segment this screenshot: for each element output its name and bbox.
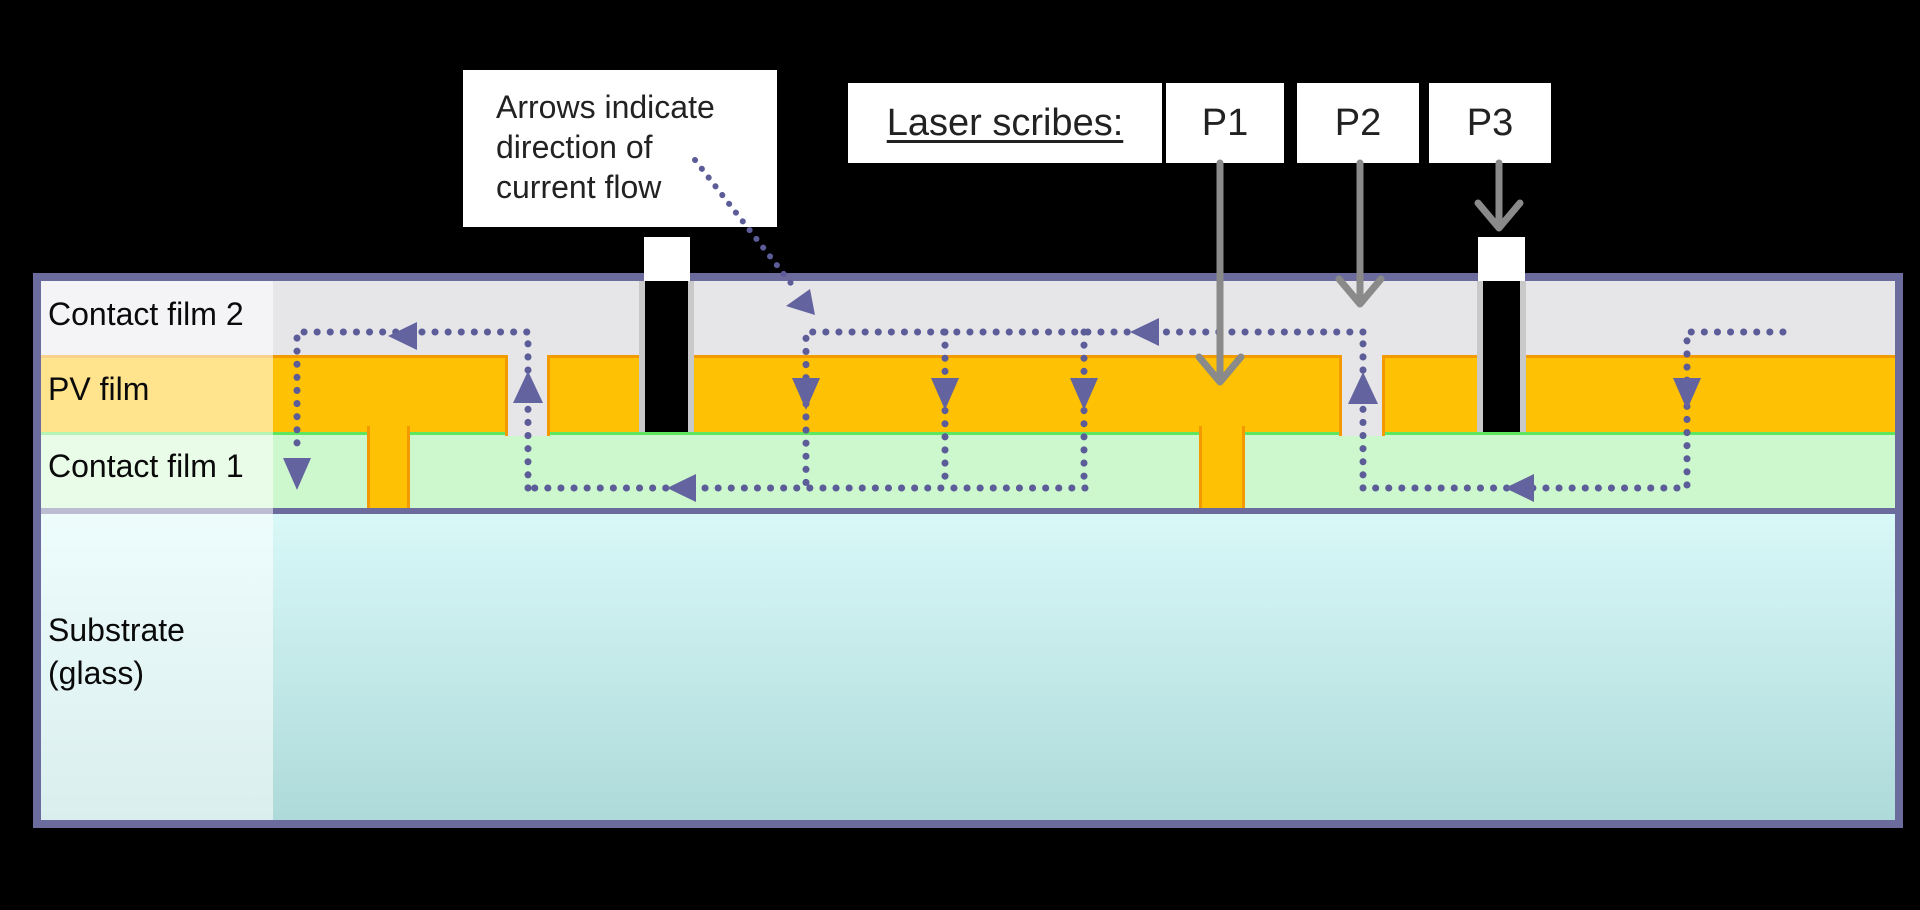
p3-scribe-cut xyxy=(639,281,694,432)
p3-pointer-arrow xyxy=(1474,159,1524,232)
legend-title: Laser scribes: xyxy=(886,101,1124,144)
p2-label: P2 xyxy=(1334,101,1382,144)
legend-title-box: Laser scribes: xyxy=(848,83,1162,163)
p1-scribe-fill xyxy=(367,426,410,508)
layer-label-pv-film: PV film xyxy=(48,371,150,407)
contact-film-2-layer xyxy=(41,281,1895,355)
substrate-top-border xyxy=(41,508,1895,514)
substrate-layer xyxy=(41,514,1895,820)
callout-line: direction of xyxy=(496,129,653,165)
callout-line: current flow xyxy=(496,169,662,205)
callout-line: Arrows indicate xyxy=(496,89,715,125)
layer-label-backdrop xyxy=(41,281,273,820)
layer-label-contact-film-2: Contact film 2 xyxy=(48,296,244,332)
p3-scribe-cut xyxy=(1477,281,1526,432)
legend-item-p2: P2 xyxy=(1297,83,1419,163)
layer-label-substrate: Substrate (glass) xyxy=(48,612,185,691)
pv-film-layer xyxy=(41,355,1895,432)
p1-label: P1 xyxy=(1201,101,1249,144)
pv-module-cross-section: Contact film 2 PV film Contact film 1 Su… xyxy=(33,273,1903,828)
callout-box: Arrows indicate direction of current flo… xyxy=(463,70,777,227)
p1-scribe-fill xyxy=(1199,426,1245,508)
p3-entry-square xyxy=(1478,237,1525,281)
contact-film-1-layer xyxy=(41,432,1895,508)
legend-item-p1: P1 xyxy=(1166,83,1284,163)
legend-item-p3: P3 xyxy=(1429,83,1551,163)
layer-label-contact-film-1: Contact film 1 xyxy=(48,448,244,484)
p3-label: P3 xyxy=(1466,101,1514,144)
p2-scribe-via xyxy=(505,355,550,436)
p3-entry-square xyxy=(644,237,690,281)
p2-scribe-via xyxy=(1339,355,1385,436)
